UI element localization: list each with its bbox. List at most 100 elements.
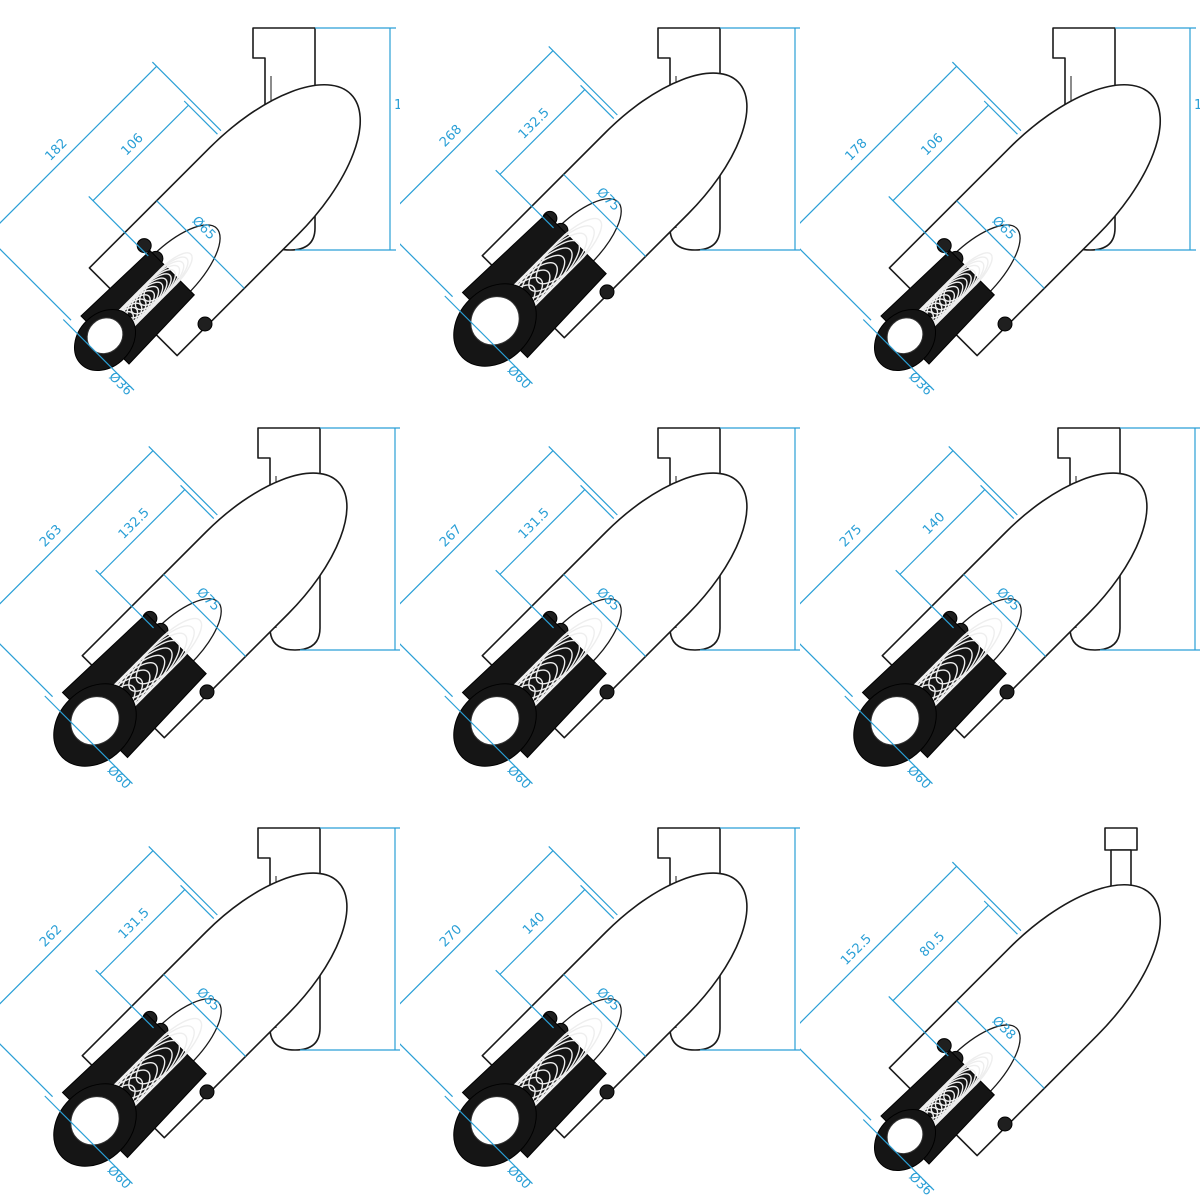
lens-diameter-line [62,319,135,391]
total-length-label: 263 [37,522,65,550]
lens-aperture [886,317,924,355]
total-length-line [0,450,154,605]
height-label: 118 [399,498,424,513]
housing-length-line [99,489,186,575]
panel-cell: 178106Ø65Ø36118 [800,27,1200,399]
panel-cell: 275140Ø95Ø60118 [800,427,1200,793]
housing-length-label: 131.5 [116,905,153,942]
adjust-knob [997,316,1013,332]
lens-diameter-label: Ø60 [504,363,534,393]
housing-length-label: 106 [119,131,147,159]
height-label: 118 [799,98,824,113]
lens-aperture [470,1096,520,1146]
lens-diameter-line [44,1095,133,1185]
body-diameter-line [963,573,1047,657]
housing-length-line [892,904,989,1002]
lens-diameter-line [444,1095,533,1185]
body-diameter-line [956,200,1045,289]
total-length-line [800,865,958,1024]
lens-aperture [870,696,920,746]
total-length-label: 178 [842,136,870,164]
lens-aperture [86,317,124,355]
lens-diameter-label: Ø60 [104,763,134,793]
lens-aperture [886,1117,924,1155]
adjust-knob [599,684,615,700]
lens-diameter-line [844,695,933,785]
total-length-line [400,450,554,605]
fixture-panel-3: 178106Ø65Ø36118 [800,27,1200,399]
housing-length-line [92,104,189,202]
housing-length-line [499,489,586,575]
track-adapter [1104,827,1138,851]
housing-length-label: 106 [919,131,947,159]
height-label: 118 [394,98,419,113]
body-diameter-line [563,973,647,1057]
adjust-knob [599,284,615,300]
adjust-knob [136,238,152,254]
lens-aperture [470,296,520,346]
adjust-knob [599,1084,615,1100]
adjust-knob [199,684,215,700]
lens-diameter-line [444,695,533,785]
housing-length-line [99,889,186,975]
housing-length-label: 131.5 [516,505,553,542]
adjust-knob [936,1038,952,1054]
body-diameter-line [956,1000,1045,1089]
fixture-panel-6: 275140Ø95Ø60118 [800,427,1200,793]
lens-aperture [470,696,520,746]
adjust-knob [936,238,952,254]
total-length-label: 267 [437,522,465,550]
housing-length-label: 140 [520,910,548,938]
housing-length-label: 132.5 [116,505,153,542]
lens-diameter-label: Ø60 [504,763,534,793]
body-diameter-line [163,973,247,1057]
lens-diameter-line [444,295,533,385]
housing-length-label: 140 [920,510,948,538]
lens-diameter-line [44,695,133,785]
total-length-label: 275 [837,522,865,550]
height-label: 118 [399,898,424,913]
total-length-label: 152.5 [838,932,875,969]
total-length-label: 182 [42,136,70,164]
body-diameter-line [163,573,247,657]
total-length-label: 270 [437,922,465,950]
total-length-line [400,50,554,205]
body-diameter-line [156,200,245,289]
lens-aperture [70,1096,120,1146]
housing-length-label: 132.5 [516,105,553,142]
lens-diameter-label: Ø60 [904,763,934,793]
lens-diameter-label: Ø36 [905,369,935,399]
adjust-knob [999,684,1015,700]
body-diameter-line [563,573,647,657]
adjust-knob [197,316,213,332]
lens-diameter-label: Ø60 [104,1163,134,1193]
height-label: 118 [1194,98,1200,113]
height-label: 118 [799,498,824,513]
body-diameter-line [563,173,647,257]
adjust-knob [997,1116,1013,1132]
housing-length-line [499,889,586,975]
adjust-knob [199,1084,215,1100]
lens-diameter-line [862,319,935,391]
housing-length-line [899,489,986,575]
total-length-line [0,65,158,224]
total-length-line [800,450,954,605]
total-length-line [800,65,958,224]
height-label: 118 [799,898,824,913]
total-length-line [0,850,154,1005]
total-length-label: 268 [437,122,465,150]
housing-length-line [892,104,989,202]
lens-diameter-label: Ø60 [504,1163,534,1193]
